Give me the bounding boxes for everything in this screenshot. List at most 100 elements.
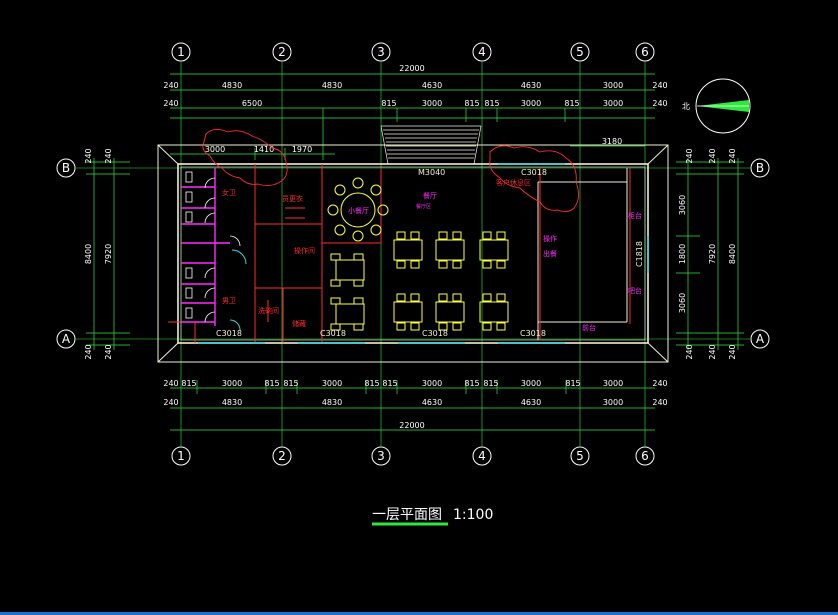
dim-top-partial-c: 1970	[292, 145, 312, 154]
axis-label-6-top: 6	[641, 45, 649, 59]
axis-label-3-top: 3	[377, 45, 385, 59]
dim-bot-wall-right: 240	[652, 379, 667, 388]
dim-top-815-d: 815	[564, 99, 579, 108]
interior-walls-red	[168, 164, 382, 343]
tag-m3040: M3040	[418, 168, 445, 177]
dim-right-240-bot-b: 240	[708, 344, 717, 359]
toilet-partitions	[181, 168, 230, 326]
dim-right-seg-2: 1800	[678, 244, 687, 264]
room-male-wc: 男卫	[222, 297, 236, 305]
dim-left-inner: 7920	[104, 244, 113, 264]
entry-steps	[380, 125, 482, 165]
dim-top-3000-c: 3000	[603, 99, 623, 108]
dim-top-wall-right: 240	[652, 81, 667, 90]
dim-right-total: 8400	[728, 244, 737, 264]
tag-c1818: C1818	[635, 241, 644, 267]
dim-right-240-bot-c: 240	[728, 344, 737, 359]
dim-top-bay-4: 4630	[521, 81, 541, 90]
dim-top-815-a: 815	[381, 99, 396, 108]
dim-total-top: 22000	[399, 64, 424, 73]
dim-left-240-bot-b: 240	[104, 344, 113, 359]
dim-bot-wall-left: 240	[163, 379, 178, 388]
dim-top-3000-a: 3000	[422, 99, 442, 108]
round-table-set	[327, 177, 389, 242]
axis-label-a-left: A	[62, 332, 71, 346]
drawing-title: 一层平面图 1:100	[372, 507, 493, 526]
dim-right-240-top-b: 240	[708, 148, 717, 163]
dim-bot-3000-3: 3000	[422, 379, 442, 388]
axis-label-5-top: 5	[576, 45, 584, 59]
dim-bot-815-8: 815	[565, 379, 580, 388]
dim-top-right-partial: 3180	[602, 137, 622, 146]
dim-bot-815-5: 815	[382, 379, 397, 388]
dim-left-total: 8400	[84, 244, 93, 264]
dim-bot-3000-5: 3000	[603, 379, 623, 388]
dim-top-bay-1: 4830	[222, 81, 242, 90]
dim-top-815-c: 815	[484, 99, 499, 108]
axis-label-4-bottom: 4	[478, 449, 486, 463]
dim-top2-wall-right: 240	[652, 99, 667, 108]
tag-c3018-top: C3018	[521, 168, 547, 177]
dim-bot-815-1: 815	[181, 379, 196, 388]
dim-right-240-top-c: 240	[728, 148, 737, 163]
room-kitchen-a: 操作间	[294, 246, 315, 255]
axis-bubbles-top	[171, 42, 655, 62]
north-arrow: 北	[682, 78, 751, 134]
counter-area	[537, 168, 628, 340]
dim-bot2-wall-left: 240	[163, 398, 178, 407]
dim-top-partial-a: 3000	[205, 145, 225, 154]
room-storage: 储藏	[292, 319, 306, 328]
room-dining-sub: 餐厅区	[416, 203, 431, 210]
dim-top-bay-5: 3000	[603, 81, 623, 90]
axis-label-3-bottom: 3	[377, 449, 385, 463]
dim-bot-bay-5: 3000	[603, 398, 623, 407]
dim-top-wall-left: 240	[163, 81, 178, 90]
axis-label-b-right: B	[756, 161, 764, 175]
dim-right-inner: 7920	[708, 244, 717, 264]
window-bottom-edge	[0, 612, 838, 615]
drawing-title-text: 一层平面图	[372, 507, 442, 523]
dim-bot-815-3: 815	[283, 379, 298, 388]
dim-top-bay-2: 4830	[322, 81, 342, 90]
toilet-doors	[204, 177, 241, 323]
dim-bot-815-7: 815	[483, 379, 498, 388]
axis-label-2-top: 2	[278, 45, 286, 59]
room-counter: 前台	[582, 323, 596, 332]
room-right-a: 操作	[543, 234, 557, 243]
counter-lines-red	[539, 168, 631, 340]
tag-c3018-bottom-2: C3018	[320, 329, 346, 338]
dim-bot-bay-3: 4630	[422, 398, 442, 407]
room-right-c: 柜台	[628, 211, 642, 220]
room-top-right-note: 客户休息区	[496, 178, 531, 187]
drawing-scale-text: 1:100	[453, 507, 493, 523]
dim-bot-bay-1: 4830	[222, 398, 242, 407]
revision-clouds	[202, 129, 579, 213]
axis-bubbles-bottom	[171, 446, 655, 466]
room-washing: 洗碗间	[258, 306, 279, 315]
dim-left-240-top-b: 240	[104, 148, 113, 163]
dim-bot2-wall-right: 240	[652, 398, 667, 407]
dim-right-240-bot-a: 240	[685, 344, 694, 359]
axis-label-6-bottom: 6	[641, 449, 649, 463]
dim-top-partial-b: 1410	[254, 145, 274, 154]
dim-right-seg-1: 3060	[678, 195, 687, 215]
dimension-lines-sides	[86, 158, 744, 350]
dim-bot-bay-2: 4830	[322, 398, 342, 407]
dim-left-240-top-a: 240	[84, 148, 93, 163]
room-right-b: 出餐	[543, 249, 557, 258]
dim-bot-3000-2: 3000	[322, 379, 342, 388]
dim-right-seg-3: 3060	[678, 293, 687, 313]
dim-top2-wall-left: 240	[163, 99, 178, 108]
dim-top-3000-b: 3000	[521, 99, 541, 108]
tag-c3018-bottom-left: C3018	[216, 329, 242, 338]
dim-top-815-b: 815	[464, 99, 479, 108]
dim-bot-3000-4: 3000	[521, 379, 541, 388]
dim-bot-815-4: 815	[364, 379, 379, 388]
dimension-lines-bottom	[170, 380, 655, 431]
dim-top-6500: 6500	[242, 99, 262, 108]
dim-bot-815-6: 815	[464, 379, 479, 388]
axis-label-1-top: 1	[177, 45, 185, 59]
north-label: 北	[682, 102, 690, 111]
room-female-wc: 女卫	[222, 188, 236, 197]
